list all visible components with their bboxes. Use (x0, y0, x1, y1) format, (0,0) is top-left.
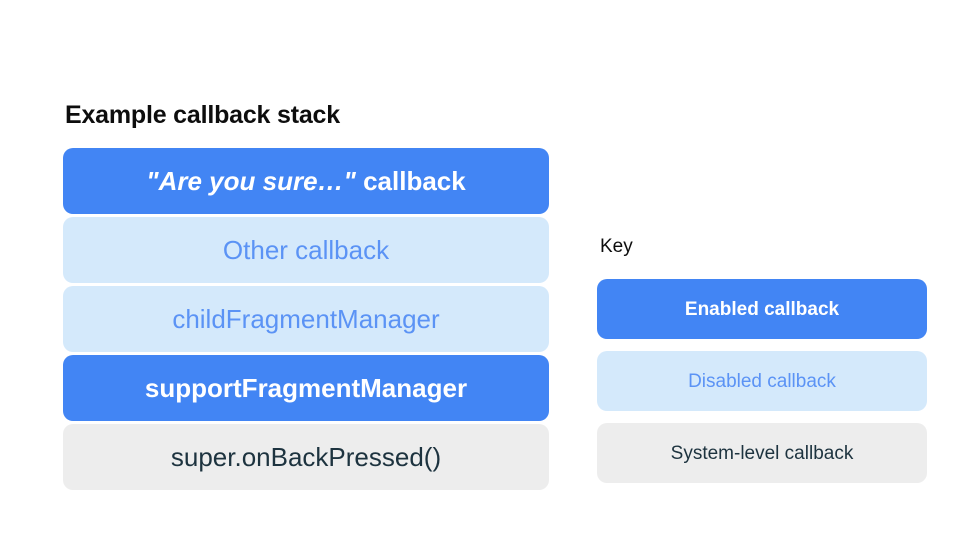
stack-row-label: "Are you sure…" callback (146, 166, 465, 196)
stack-row-label: childFragmentManager (172, 304, 440, 334)
key-row-label: Enabled callback (684, 298, 840, 320)
key-title: Key (600, 236, 633, 257)
stack-row-child-fragment-manager: childFragmentManager (63, 286, 549, 352)
stack-row-support-fragment-manager: supportFragmentManager (63, 355, 549, 421)
stack-row-label: Other callback (222, 235, 390, 265)
stack-row-label: super.onBackPressed() (170, 442, 442, 472)
stack-row-are-you-sure-callback: "Are you sure…" callback (63, 148, 549, 214)
key-row-system-level-callback: System-level callback (597, 423, 927, 483)
key-section: Key Enabled callback Disabled callback S… (597, 235, 927, 495)
key-row-enabled-callback: Enabled callback (597, 279, 927, 339)
stack-row-super-on-back-pressed: super.onBackPressed() (63, 424, 549, 490)
callback-stack-section: Example callback stack "Are you sure…" c… (63, 100, 549, 493)
stack-row-other-callback: Other callback (63, 217, 549, 283)
key-row-disabled-callback: Disabled callback (597, 351, 927, 411)
stack-row-label-plain: callback (355, 166, 466, 196)
stack-row-label: supportFragmentManager (144, 373, 468, 403)
stack-title: Example callback stack (65, 101, 340, 129)
key-row-label: Disabled callback (688, 370, 836, 392)
key-row-label: System-level callback (670, 442, 854, 464)
stack-row-label-quoted: "Are you sure…" (146, 166, 356, 196)
